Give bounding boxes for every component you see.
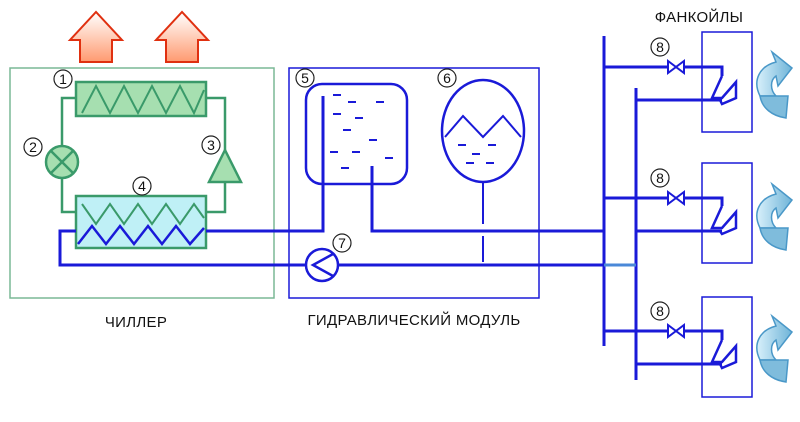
buffer-tank	[304, 82, 409, 186]
svg-text:2: 2	[29, 139, 37, 155]
marker-3: 3	[201, 135, 221, 155]
marker-6: 6	[437, 68, 457, 88]
marker-5: 5	[295, 68, 315, 88]
fancoil-unit-2: 8	[604, 162, 794, 264]
airflow-arrow-2	[756, 181, 794, 251]
tank-water-dashes	[330, 94, 393, 169]
expansion-valve-icon	[44, 144, 80, 180]
heat-out-arrow-right	[153, 10, 211, 63]
expansion-tank-dashes	[458, 144, 496, 164]
marker-8-1: 8	[650, 37, 670, 57]
compressor-icon	[206, 147, 244, 184]
expansion-tank	[440, 78, 526, 262]
hydraulic-module: 5 6 7 ГИДРАВЛИЧЕСКИЙ МОДУЛЬ	[288, 67, 540, 329]
evaporator	[74, 194, 208, 250]
marker-7: 7	[332, 233, 352, 253]
chiller-label: ЧИЛЛЕР	[105, 314, 167, 331]
marker-8-3: 8	[650, 301, 670, 321]
airflow-arrow-1	[756, 49, 794, 119]
svg-text:5: 5	[301, 70, 309, 86]
marker-2: 2	[23, 137, 43, 157]
marker-8-2: 8	[650, 168, 670, 188]
fancoil-unit-1: 8	[604, 31, 794, 133]
marker-1: 1	[53, 69, 73, 89]
svg-text:4: 4	[138, 178, 146, 194]
heat-out-arrow-left	[67, 10, 125, 63]
svg-text:8: 8	[656, 170, 664, 186]
pump-icon	[304, 247, 340, 283]
valve-icon-3	[667, 323, 685, 339]
svg-text:8: 8	[656, 39, 664, 55]
refrigerant-loop	[60, 96, 227, 214]
valve-icon-2	[667, 190, 685, 206]
airflow-arrow-3	[756, 313, 794, 383]
marker-4: 4	[132, 176, 152, 196]
svg-text:8: 8	[656, 303, 664, 319]
condenser	[74, 80, 208, 118]
hydraulic-module-label: ГИДРАВЛИЧЕСКИЙ МОДУЛЬ	[307, 311, 520, 329]
valve-icon-1	[667, 59, 685, 75]
svg-text:7: 7	[338, 235, 346, 251]
fancoils-label: ФАНКОЙЛЫ	[655, 8, 743, 26]
svg-text:3: 3	[207, 137, 215, 153]
svg-text:6: 6	[443, 70, 451, 86]
fancoil-unit-3: 8	[604, 296, 794, 398]
chiller-unit: 1 2 3 4 ЧИЛЛЕР	[9, 67, 275, 331]
svg-text:1: 1	[59, 71, 67, 87]
